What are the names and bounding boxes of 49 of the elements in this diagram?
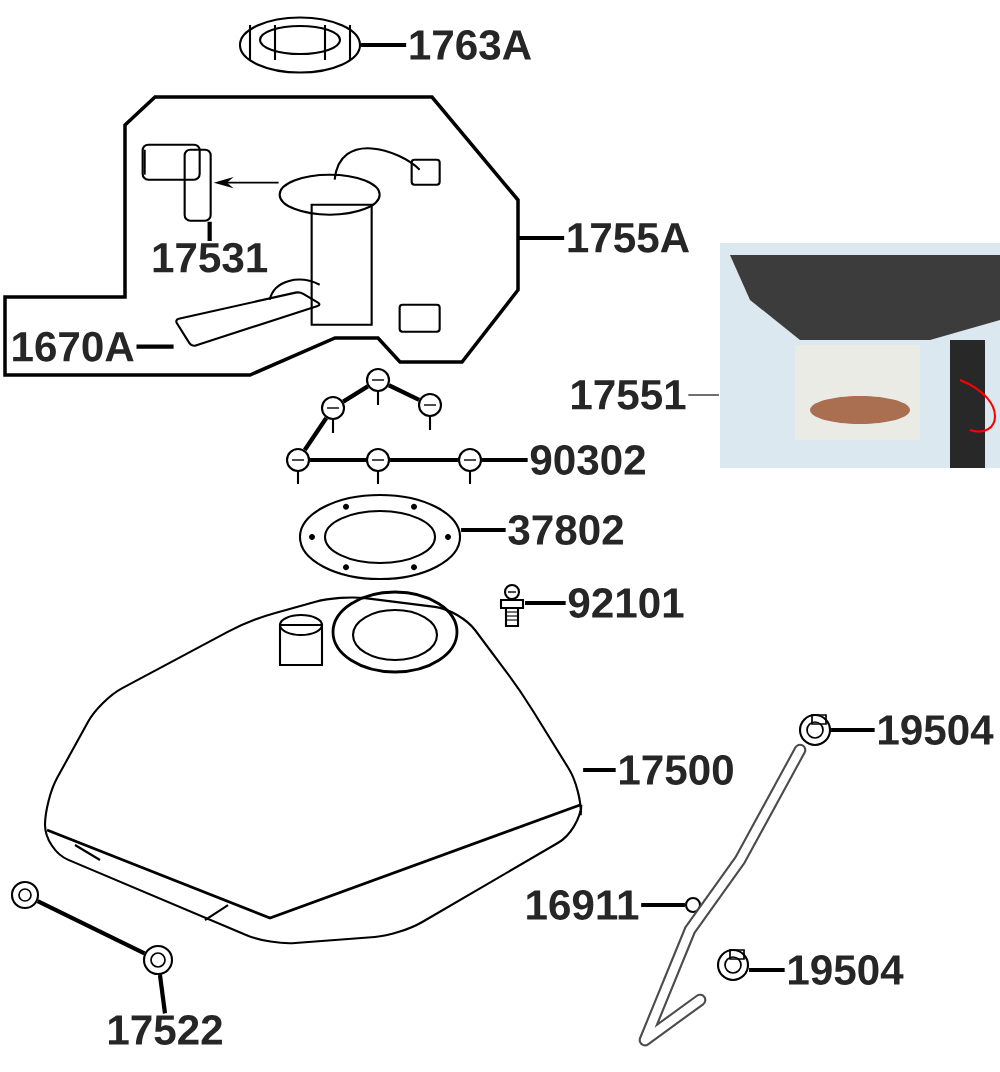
callout-number: 17551	[572, 380, 686, 410]
callout-number: 1755A	[568, 223, 690, 253]
callout-number: 16911	[527, 890, 639, 920]
callout-number: 92101	[568, 588, 684, 618]
assembly-outline	[3, 95, 520, 377]
part-photo	[720, 243, 1000, 468]
screw-drawing	[457, 447, 483, 484]
callout-number: 90302	[530, 445, 645, 475]
fuel-filter-drawing	[175, 278, 321, 347]
gasket-drawing	[298, 493, 462, 581]
leader-line	[303, 416, 328, 452]
grommet-drawing	[142, 944, 174, 976]
callout-number: 19504	[879, 715, 994, 745]
leader-line	[361, 42, 407, 48]
screw-drawing	[285, 447, 311, 484]
screw-drawing	[365, 367, 391, 405]
leader-line	[136, 344, 174, 349]
leader-line	[583, 767, 616, 773]
leader-line	[831, 727, 875, 733]
callout-number: 37802	[508, 515, 623, 545]
callout-number: 1763A	[410, 30, 531, 60]
leader-line	[36, 899, 146, 956]
leader-line	[641, 902, 685, 908]
leader-line	[461, 527, 506, 533]
filler-cap-drawing	[238, 16, 362, 74]
hose-elbow-drawing	[141, 143, 212, 222]
screw-drawing	[417, 392, 443, 430]
leader-line	[525, 600, 566, 606]
leader-line	[390, 457, 458, 463]
leader-line	[342, 384, 369, 404]
hose-clamp-drawing	[798, 713, 832, 747]
screw-drawing	[365, 447, 391, 484]
callout-number: 17500	[620, 755, 733, 785]
leader-line	[518, 235, 565, 241]
leader-line	[387, 383, 421, 402]
fuel-pump-drawing	[278, 147, 441, 333]
leader-line	[157, 974, 168, 1014]
leader-line	[687, 394, 720, 396]
leader-line	[207, 221, 212, 242]
callout-number: 19504	[789, 955, 904, 985]
callout-number: 17531	[153, 242, 268, 273]
bolt-drawing	[499, 583, 525, 628]
grommet-drawing	[10, 880, 40, 910]
screw-drawing	[320, 395, 346, 433]
leader-line	[749, 967, 785, 973]
callout-number: 1670A	[13, 331, 134, 362]
callout-number: 17522	[109, 1015, 222, 1045]
leader-line	[310, 457, 366, 463]
leader-line	[482, 457, 528, 463]
